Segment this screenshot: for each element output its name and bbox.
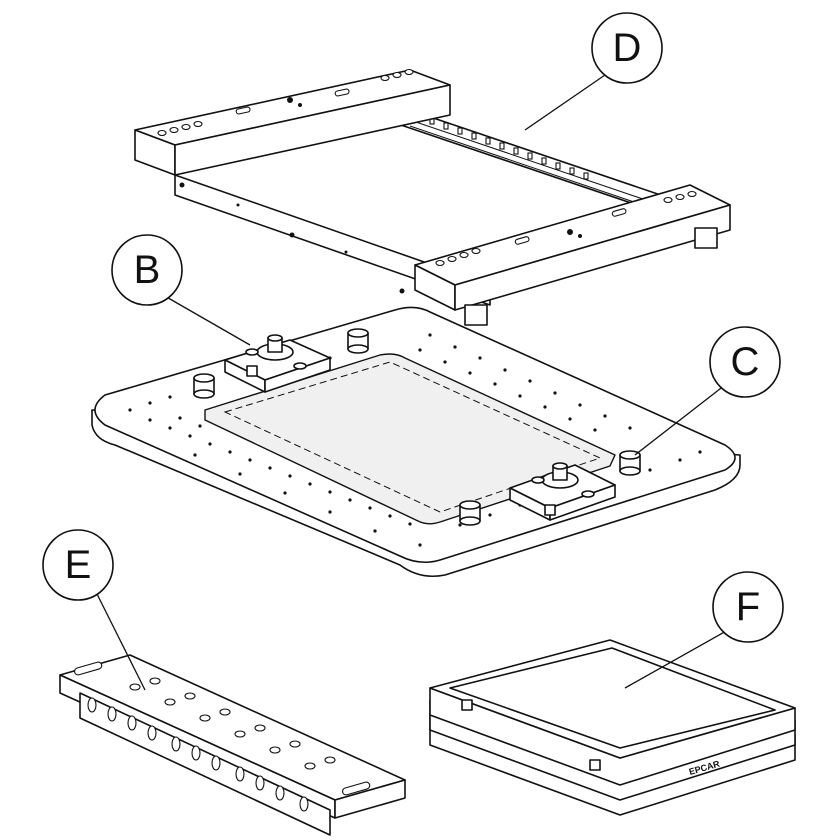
clamp-assembly-b — [224, 334, 331, 393]
callout-d: D — [591, 12, 663, 84]
leader-e — [94, 589, 146, 691]
callout-f: F — [712, 571, 784, 643]
rail-top-holes — [129, 677, 336, 770]
rail-slot-right — [341, 781, 371, 796]
frame-crossbar-right-side — [454, 204, 731, 311]
top-frame — [134, 68, 731, 326]
tray-stack: EPCAR — [429, 639, 796, 816]
frame-rail-front — [174, 174, 491, 306]
frame-crossbar-left-side — [174, 84, 451, 176]
locating-pin-1 — [193, 373, 215, 399]
rail-block — [59, 654, 406, 836]
leader-c — [634, 384, 726, 456]
rail-block-body — [79, 692, 331, 836]
callout-label-f: F — [736, 585, 760, 629]
tray-clip-2 — [589, 759, 601, 771]
rail-end — [334, 779, 406, 819]
rail-slots — [429, 117, 589, 180]
callout-label-c: C — [731, 340, 760, 384]
callout-label-d: D — [613, 26, 642, 70]
rail-side-holes — [179, 182, 405, 294]
tray-clip-1 — [461, 699, 473, 711]
leader-f — [624, 629, 729, 689]
callout-label-e: E — [65, 543, 92, 587]
leader-b — [162, 294, 251, 346]
crossbar-holes-left — [157, 68, 414, 137]
callout-b: B — [111, 234, 183, 306]
frame-foot-2 — [694, 227, 718, 249]
callout-label-b: B — [134, 248, 161, 292]
locating-pin-3 — [459, 500, 481, 526]
crossbar-holes-right — [435, 190, 697, 267]
locating-pin-4 — [619, 450, 641, 476]
plate-pocket — [204, 353, 616, 525]
tray-top-surface — [449, 647, 776, 749]
plate-holes — [128, 333, 702, 547]
clamp-b-base-front — [264, 357, 331, 393]
locating-pin-2 — [347, 328, 369, 354]
callout-e: E — [42, 529, 114, 601]
base-plate — [91, 306, 741, 578]
frame-foot-1 — [464, 304, 488, 326]
rail-slot-left — [73, 661, 103, 676]
pocket-dashed-outline — [223, 361, 602, 513]
leader-d — [524, 74, 606, 131]
clamp-assembly-c — [509, 462, 616, 521]
callout-c: C — [709, 326, 781, 398]
rail-side-holes — [87, 697, 309, 812]
